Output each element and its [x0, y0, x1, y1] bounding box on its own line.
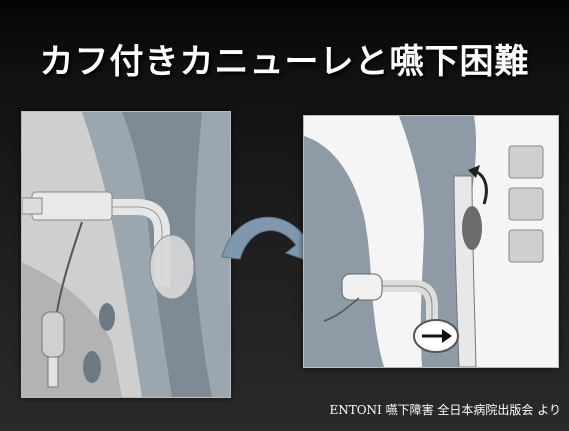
- left-illustration-panel: [21, 111, 231, 398]
- airway-cross-section-diagram: [304, 116, 558, 367]
- source-citation: ENTONI 嚥下障害 全日本病院出版会 より: [329, 401, 561, 418]
- right-diagram-panel: [303, 115, 559, 368]
- cuffed-tracheostomy-tube-illustration: [22, 112, 230, 397]
- slide-title: カフ付きカニューレと嚥下困難: [0, 34, 569, 83]
